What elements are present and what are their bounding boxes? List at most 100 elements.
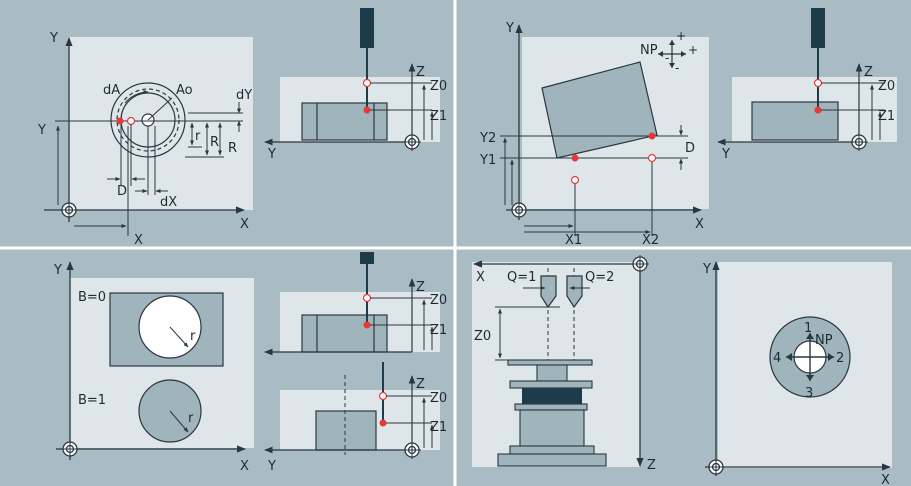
side-2-datum-symbol — [403, 441, 421, 459]
machine-table — [497, 359, 607, 467]
point-1 — [571, 154, 579, 162]
side-2-z1-label: Z1 — [430, 420, 447, 435]
direction-3-label: 3 — [805, 386, 813, 401]
point-2 — [648, 132, 656, 140]
x-axis-label: X — [695, 217, 704, 232]
y-axis-right-label: Y — [702, 262, 711, 277]
y-axis-label: Y — [49, 31, 58, 46]
y-axis-label: Y — [53, 263, 62, 278]
side-datum-symbol — [850, 133, 868, 151]
direction-2-label: 2 — [836, 351, 844, 366]
machine-datum-symbol — [631, 255, 649, 273]
direction-1-label: 1 — [804, 321, 812, 336]
side-datum-symbol — [403, 133, 421, 151]
start-point-2 — [647, 153, 657, 163]
top-datum-symbol — [707, 458, 725, 476]
b0-label: B=0 — [78, 290, 106, 305]
side-view-2-part — [315, 410, 377, 451]
panel-plane-selection: X Y r B=0 r B=1 Z Z0 Z1 — [53, 252, 447, 474]
np-label: NP — [815, 333, 833, 348]
dX-label: dX — [160, 195, 177, 210]
tool-q2 — [566, 275, 583, 309]
x-axis-label: X — [240, 459, 249, 474]
direction-cross — [786, 333, 834, 381]
x-value-label: X — [134, 233, 143, 248]
r-bottom-label: r — [188, 411, 194, 426]
tool-q1 — [540, 275, 557, 309]
panel-probe-calibration: X Z Q=1 Q=2 Z0 — [472, 255, 892, 486]
y1-label: Y1 — [479, 153, 496, 168]
side-2-z0-label: Z0 — [430, 391, 447, 406]
plus-horizontal-sign: + — [688, 43, 698, 57]
side-1-z1-point — [363, 321, 371, 329]
angle-arc — [124, 90, 149, 104]
workpiece-plane — [69, 37, 253, 210]
z-axis-label: Z — [647, 458, 656, 473]
probe-1-body — [360, 252, 374, 264]
x-axis-left-label: X — [476, 270, 485, 285]
q1-label: Q=1 — [507, 270, 536, 285]
z1-label: Z1 — [430, 109, 447, 124]
panel-circle-probing: X Y dA Ao Y dY r R R — [37, 8, 447, 248]
datum-symbol — [60, 201, 78, 219]
angle-line — [147, 97, 173, 121]
z1-point — [814, 106, 822, 114]
D-label: D — [117, 184, 127, 199]
dY-label: dY — [236, 88, 252, 103]
side-y-label: Y — [721, 147, 730, 162]
side-1-z0-point — [362, 293, 372, 303]
side-view-part — [751, 101, 839, 141]
x1-label: X1 — [565, 233, 582, 248]
y-value-label: Y — [37, 123, 46, 138]
dashed-circle — [116, 88, 180, 152]
side-1-z1-label: Z1 — [430, 323, 447, 338]
np-direction-cross — [658, 40, 686, 68]
dA-label: dA — [103, 83, 120, 98]
D-label: D — [685, 141, 695, 156]
side-2-z0-point — [378, 391, 388, 401]
side-1-z0-label: Z0 — [430, 293, 447, 308]
Ao-label: Ao — [176, 83, 193, 98]
panel-rotation-probing: X Y X1 X2 Y2 Y1 D NP + + - - — [479, 8, 897, 248]
datum-symbol — [61, 440, 79, 458]
x2-label: X2 — [642, 233, 659, 248]
side-2-y-label: Y — [267, 459, 276, 474]
y2-label: Y2 — [479, 131, 496, 146]
z0-label: Z0 — [878, 79, 895, 94]
x-axis-right-label: X — [881, 473, 890, 486]
plus-vertical-sign: + — [676, 29, 686, 43]
side-z-label: Z — [416, 65, 425, 80]
np-label: NP — [640, 43, 658, 58]
z1-point — [363, 106, 371, 114]
rotated-part — [541, 61, 658, 159]
minus-horizontal-sign: - — [665, 51, 669, 65]
b1-label: B=1 — [78, 393, 106, 408]
z0-point — [813, 78, 823, 88]
z0-label: Z0 — [474, 329, 491, 344]
r-top-label: r — [190, 329, 196, 344]
y-axis-label: Y — [505, 21, 514, 36]
datum-symbol — [510, 201, 528, 219]
q2-label: Q=2 — [585, 270, 614, 285]
side-2-z-label: Z — [416, 377, 425, 392]
minus-vertical-sign: - — [675, 61, 679, 75]
side-z-label: Z — [864, 65, 873, 80]
R-outer-label: R — [228, 141, 237, 156]
z1-label: Z1 — [878, 109, 895, 124]
direction-4-label: 4 — [773, 351, 781, 366]
boss-radius — [169, 410, 189, 433]
measured-point — [116, 117, 124, 125]
start-point — [126, 116, 136, 126]
z0-point — [362, 78, 372, 88]
side-view-part — [301, 102, 388, 141]
side-y-label: Y — [267, 147, 276, 162]
probe-body — [360, 8, 374, 48]
side-2-z1-point — [379, 419, 387, 427]
z0-label: Z0 — [430, 79, 447, 94]
R-inner-label: R — [210, 135, 219, 150]
start-point-1 — [570, 175, 580, 185]
side-1-z-label: Z — [416, 280, 425, 295]
probe-body — [811, 8, 825, 48]
hole-radius — [169, 326, 189, 348]
